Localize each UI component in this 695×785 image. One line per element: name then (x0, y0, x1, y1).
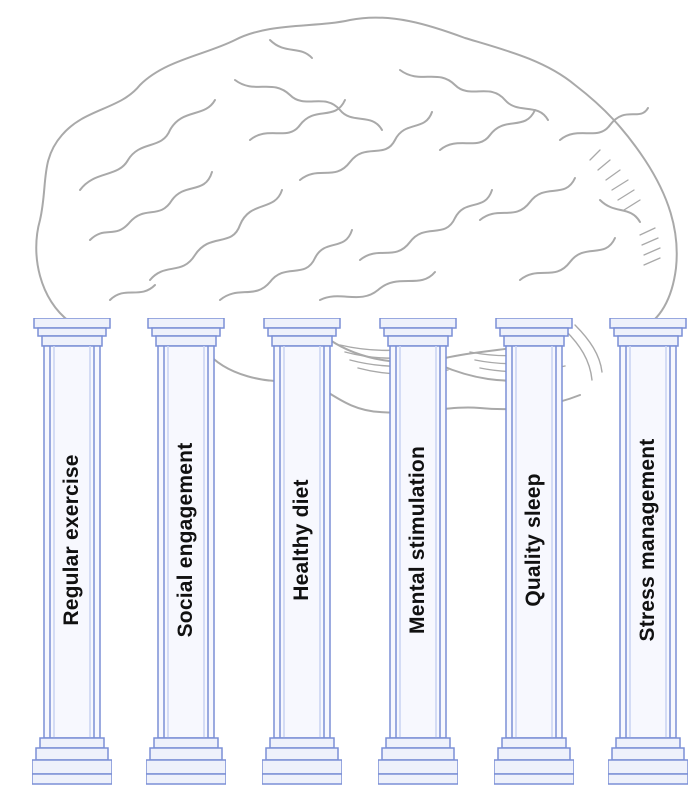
pillar-label: Social engagement (174, 442, 197, 638)
column-icon (494, 318, 574, 785)
column-icon (262, 318, 342, 785)
pillar-mental-stimulation: Mental stimulation (378, 318, 458, 785)
column-icon (378, 318, 458, 785)
pillar-label: Stress management (636, 438, 659, 642)
pillar-quality-sleep: Quality sleep (494, 318, 574, 785)
pillar-label: Healthy diet (290, 479, 313, 601)
pillar-regular-exercise: Regular exercise (32, 318, 112, 785)
pillar-label: Mental stimulation (406, 446, 429, 634)
pillar-label: Quality sleep (522, 473, 545, 607)
column-icon (32, 318, 112, 785)
pillar-stress-management: Stress management (608, 318, 688, 785)
column-icon (146, 318, 226, 785)
pillar-social-engagement: Social engagement (146, 318, 226, 785)
column-icon (608, 318, 688, 785)
pillar-healthy-diet: Healthy diet (262, 318, 342, 785)
pillar-label: Regular exercise (60, 454, 83, 626)
